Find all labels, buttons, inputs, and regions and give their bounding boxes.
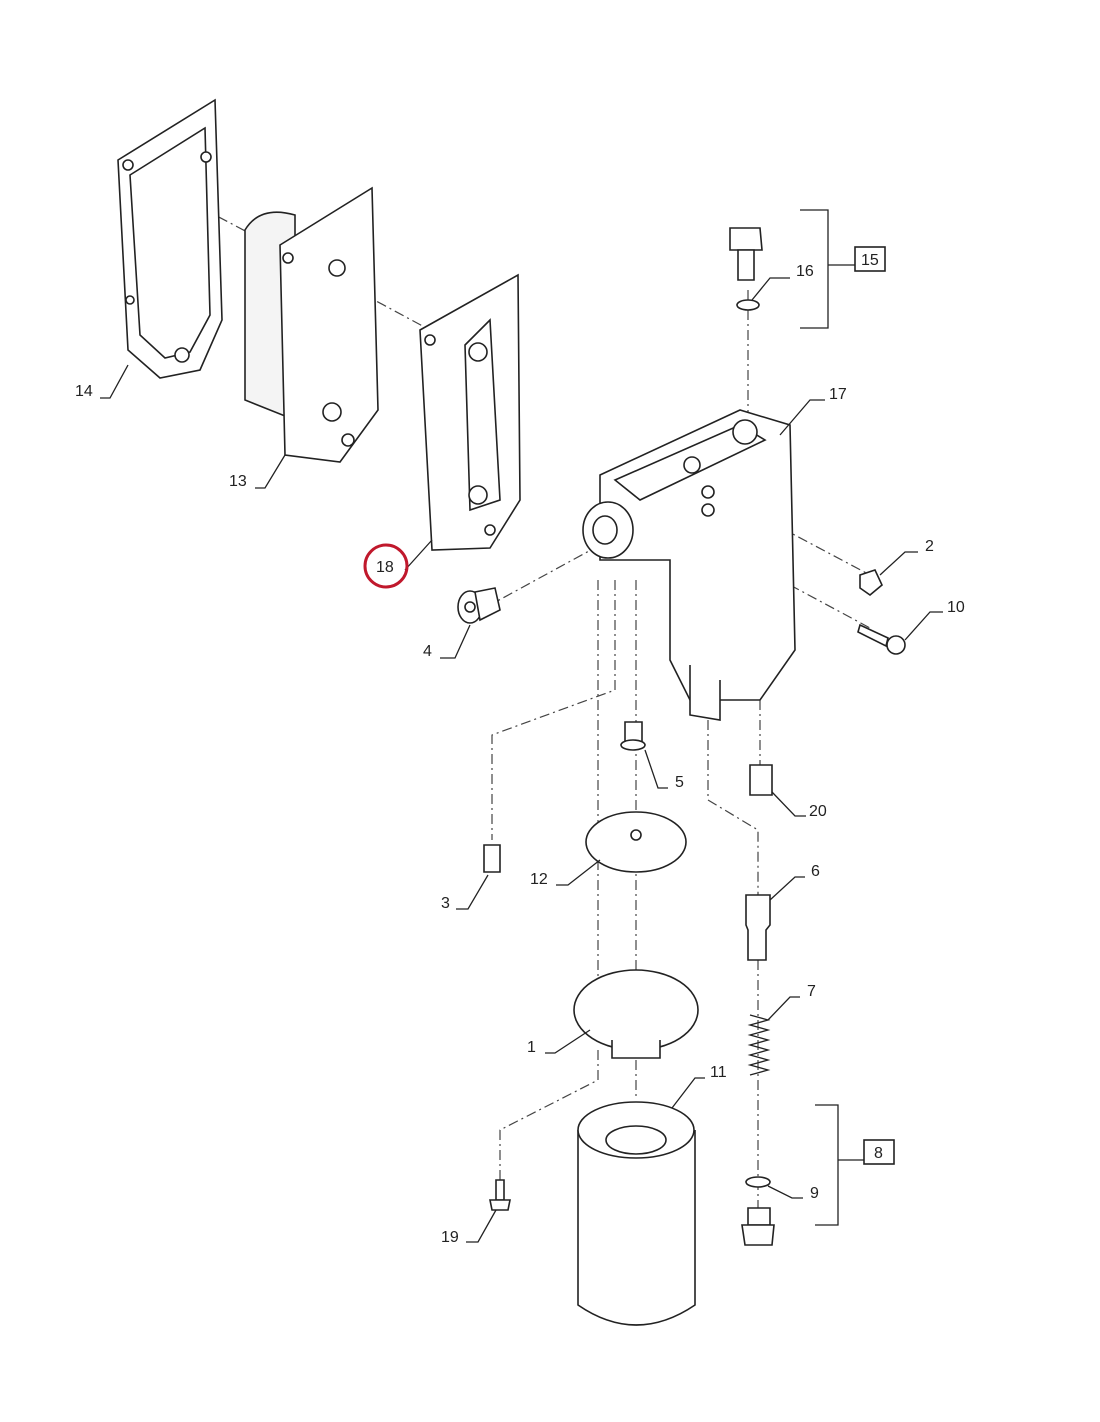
kit-8-bracket <box>815 1104 864 1226</box>
callout-7[interactable]: 7 <box>807 983 816 1000</box>
kit-15-box <box>854 246 886 272</box>
part-17-filter-housing[interactable] <box>582 409 796 721</box>
callout-3[interactable]: 3 <box>441 895 450 912</box>
part-9-o-ring[interactable] <box>745 1176 771 1188</box>
part-4-plug[interactable] <box>457 587 501 624</box>
part-10-bolt[interactable] <box>857 623 906 655</box>
part-14-gasket[interactable] <box>117 98 223 379</box>
leader-lines <box>100 277 943 1243</box>
part-7-spring[interactable] <box>747 1014 771 1076</box>
kit-15-bracket <box>800 209 855 329</box>
callout-18[interactable]: 18 <box>376 559 394 576</box>
kit-8-box <box>863 1139 895 1165</box>
kit-8-label[interactable]: 8 <box>874 1145 883 1162</box>
part-13-oil-cooler[interactable] <box>244 186 379 463</box>
part-12-plate[interactable] <box>585 811 687 873</box>
part-20-plug[interactable] <box>749 764 773 796</box>
part-1-adapter-plate[interactable] <box>573 969 699 1059</box>
callout-5[interactable]: 5 <box>675 774 684 791</box>
callout-17[interactable]: 17 <box>829 386 847 403</box>
callout-20[interactable]: 20 <box>809 803 827 820</box>
part-16-bolt[interactable] <box>729 227 763 311</box>
callout-12[interactable]: 12 <box>530 871 548 888</box>
part-3-dowel-pin[interactable] <box>483 844 501 873</box>
callout-13[interactable]: 13 <box>229 473 247 490</box>
callout-2[interactable]: 2 <box>925 538 934 555</box>
callout-16[interactable]: 16 <box>796 263 814 280</box>
callout-14[interactable]: 14 <box>75 383 93 400</box>
callout-9[interactable]: 9 <box>810 1185 819 1202</box>
callout-10[interactable]: 10 <box>947 599 965 616</box>
callout-4[interactable]: 4 <box>423 643 432 660</box>
part-2-plug[interactable] <box>859 569 883 597</box>
part-6-valve[interactable] <box>745 894 771 961</box>
part-11-oil-filter[interactable] <box>577 1101 696 1326</box>
part-8-drain-plug[interactable] <box>741 1207 775 1246</box>
part-19-screw[interactable] <box>489 1179 511 1211</box>
part-5-screw[interactable] <box>620 721 646 751</box>
callout-1[interactable]: 1 <box>527 1039 536 1056</box>
highlight-circle <box>363 543 409 589</box>
callout-6[interactable]: 6 <box>811 863 820 880</box>
part-18-gasket[interactable] <box>419 273 521 551</box>
callout-11[interactable]: 11 <box>710 1064 727 1081</box>
callout-19[interactable]: 19 <box>441 1229 459 1246</box>
kit-15-label[interactable]: 15 <box>861 252 879 269</box>
